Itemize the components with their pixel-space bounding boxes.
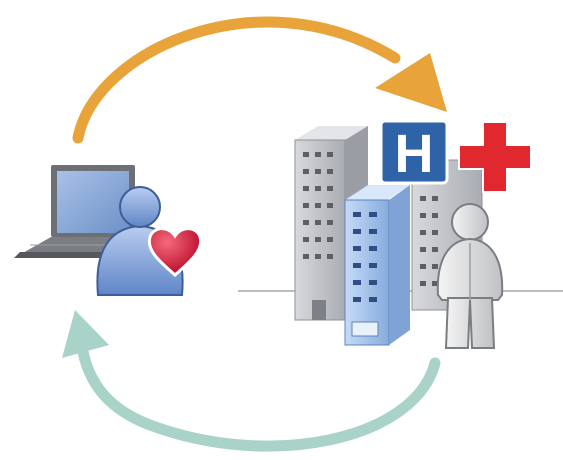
building-window [420, 213, 426, 218]
building-window [327, 220, 333, 225]
building-window [315, 237, 321, 242]
red-cross-icon [458, 121, 532, 193]
building-window [353, 229, 361, 234]
building-window [420, 230, 426, 235]
building-window [315, 169, 321, 174]
building-window [369, 212, 377, 217]
building-window [327, 152, 333, 157]
building-window [432, 281, 438, 286]
building-window [420, 196, 426, 201]
building-window [327, 169, 333, 174]
building-window [303, 169, 309, 174]
building-window [327, 203, 333, 208]
building-window [315, 152, 321, 157]
building-window [303, 254, 309, 259]
building-window [369, 246, 377, 251]
bottom-arrow-icon [62, 310, 441, 452]
building-window [303, 152, 309, 157]
building-window [420, 264, 426, 269]
building-window [353, 246, 361, 251]
building-window [353, 263, 361, 268]
hospital-sign-icon: H [379, 119, 449, 185]
building-window [327, 254, 333, 259]
building-window [315, 203, 321, 208]
building-window [303, 237, 309, 242]
building-window [420, 247, 426, 252]
building-window [315, 254, 321, 259]
building-window [369, 297, 377, 302]
building-window [303, 186, 309, 191]
building-window [315, 220, 321, 225]
building-window [353, 297, 361, 302]
building-window [369, 229, 377, 234]
building-window [327, 237, 333, 242]
heart-icon [147, 227, 203, 277]
building-window [303, 203, 309, 208]
building-window [432, 213, 438, 218]
building-window [432, 264, 438, 269]
doctor-icon [436, 203, 504, 349]
hospital-sign-letter: H [395, 124, 434, 184]
building-window [369, 263, 377, 268]
building-window [327, 186, 333, 191]
building-window [353, 212, 361, 217]
building-window [420, 281, 426, 286]
top-arrow-icon [72, 16, 447, 144]
building-window [315, 186, 321, 191]
building-window [369, 280, 377, 285]
building-window [303, 220, 309, 225]
laptop-icon [14, 165, 135, 258]
building-window [432, 230, 438, 235]
building-window [353, 280, 361, 285]
building-window [432, 247, 438, 252]
building-window [432, 196, 438, 201]
